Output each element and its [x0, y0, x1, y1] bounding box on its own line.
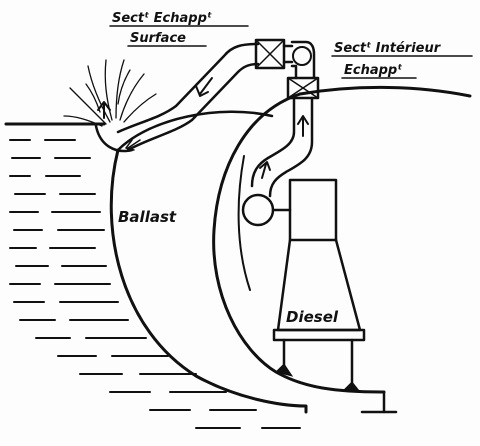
- interior-exhaust-valve: [286, 76, 320, 100]
- diesel-label: Diesel: [286, 308, 339, 326]
- ballast-label: Ballast: [118, 208, 177, 226]
- exhaust-manifold: [241, 193, 275, 227]
- junction-valve-wheel: [292, 46, 312, 66]
- surface-valve-label-line2: Surface: [130, 31, 186, 46]
- interior-valve-label-line1: Sectᵗ Intérieur: [334, 41, 442, 56]
- exhaust-spray: [63, 59, 157, 127]
- water-hatching: [9, 139, 301, 429]
- internal-frame: [237, 155, 251, 291]
- interior-pipe-arrow-up: [297, 115, 309, 137]
- surface-pipe-lower: [126, 62, 260, 152]
- flow-arrow-lower: [125, 139, 141, 151]
- surface-valve-label-line1: Sectᵗ Echappᵗ: [112, 11, 212, 26]
- outer-hull: [109, 148, 308, 414]
- interior-pipe-left: [250, 96, 296, 188]
- pressure-hull: [212, 92, 386, 394]
- pressure-hull-top: [298, 85, 472, 98]
- interior-pipe-right: [268, 96, 314, 198]
- diesel-engine: [272, 178, 366, 393]
- sea: [4, 122, 301, 429]
- surface-pipe-upper: [116, 42, 260, 134]
- outer-hull-top: [116, 110, 274, 152]
- interior-pipe-arrow-lower: [259, 161, 271, 179]
- surface-pipe-arrow: [195, 77, 213, 97]
- spray-arrow: [97, 101, 111, 119]
- junction-elbow: [290, 40, 316, 80]
- interior-valve-label-line2: Echappᵗ: [344, 63, 402, 78]
- surface-exhaust-valve: [254, 38, 286, 70]
